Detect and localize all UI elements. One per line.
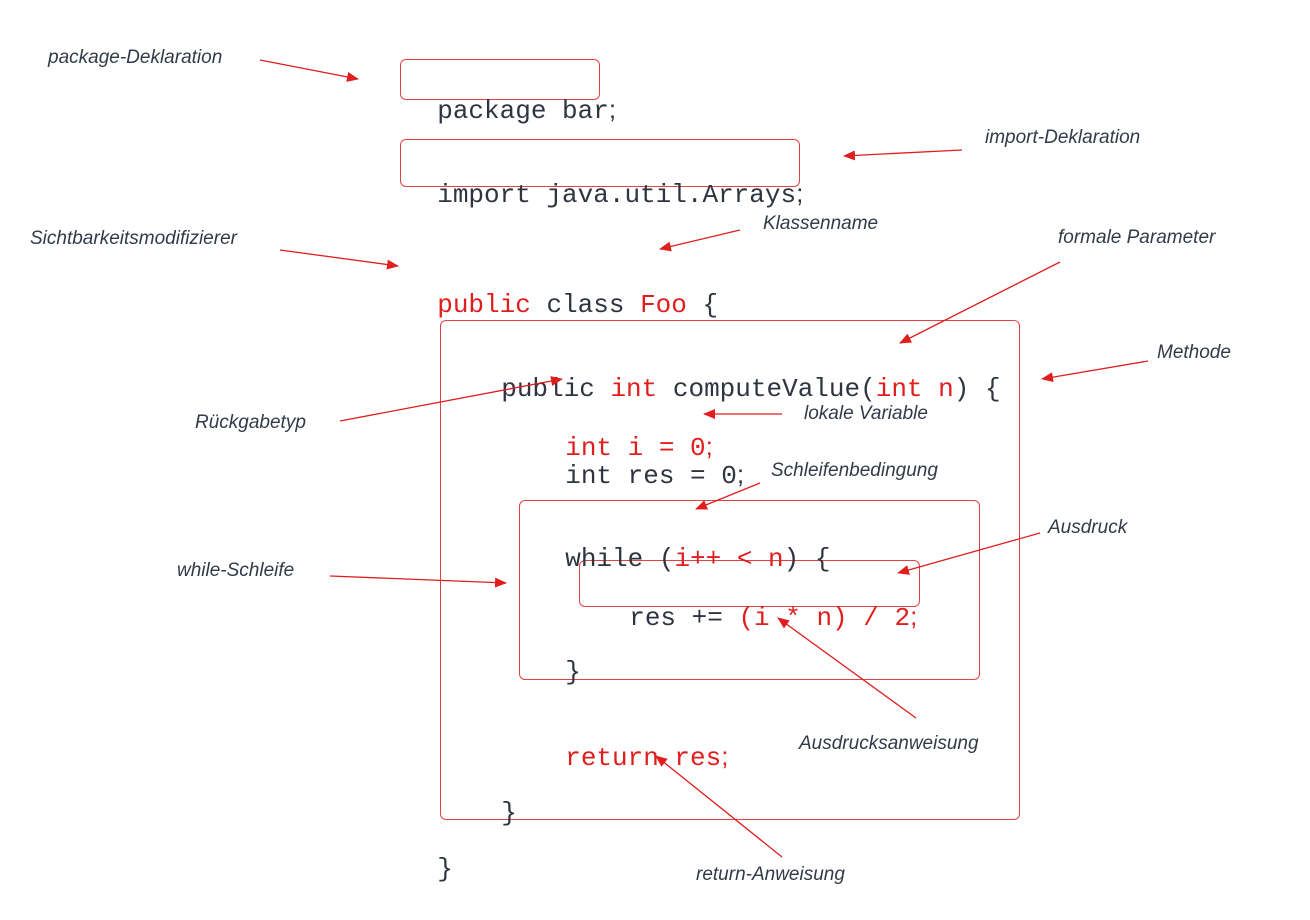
method-end-brace: } [501, 798, 517, 828]
arrow-expression [897, 532, 1041, 575]
arrow-formal-parameters [899, 261, 1061, 344]
package-declaration: package bar; [437, 94, 617, 126]
label-local-variable: lokale Variable [804, 403, 928, 424]
label-import-declaration: import-Deklaration [985, 127, 1141, 148]
arrow-return-statement [655, 755, 783, 858]
label-return-type: Rückgabetyp [195, 412, 306, 433]
label-visibility-modifier: Sichtbarkeitsmodifizierer [30, 228, 237, 249]
arrow-while-loop [329, 575, 507, 588]
label-loop-condition: Schleifenbedingung [771, 460, 938, 481]
class-end-brace: } [437, 854, 453, 884]
while-header: while (i++ < n) { [565, 544, 831, 574]
label-package-declaration: package-Deklaration [48, 47, 223, 68]
arrow-method [1041, 360, 1149, 383]
loop-condition: i++ < n [674, 544, 784, 574]
import-box [400, 139, 800, 187]
method-header: public int computeValue(int n) { [501, 374, 1001, 404]
label-return-statement: return-Anweisung [696, 864, 845, 885]
method-box [440, 320, 1020, 820]
arrow-return-type [339, 376, 563, 422]
package-box [400, 59, 600, 100]
import-declaration: import java.util.Arrays; [437, 178, 804, 210]
label-formal-parameters: formale Parameter [1058, 227, 1216, 248]
label-class-name: Klassenname [763, 213, 879, 234]
arrow-visibility-modifier [279, 249, 399, 270]
label-expression-statement: Ausdrucksanweisung [799, 733, 979, 754]
formal-parameters: int [875, 374, 923, 404]
visibility-modifier: public [437, 290, 531, 320]
local-variable-i: int i = 0; [565, 431, 713, 463]
return-type: int [610, 374, 658, 404]
arrow-class-name [659, 229, 741, 252]
label-expression: Ausdruck [1048, 517, 1128, 538]
local-variable-res: int res = 0; [565, 459, 745, 491]
while-box [519, 500, 980, 680]
label-while-loop: while-Schleife [177, 560, 295, 581]
expression: (i * n) / 2 [738, 603, 911, 633]
class-name: Foo [640, 290, 687, 320]
label-method: Methode [1157, 342, 1231, 363]
arrow-loop-condition [695, 482, 761, 510]
arrow-package-declaration [259, 59, 359, 82]
while-end-brace: } [565, 657, 581, 687]
class-header: public class Foo { [437, 290, 719, 320]
return-statement: return res; [565, 741, 729, 773]
expression-statement-box [579, 560, 920, 607]
expression-statement: res += (i * n) / 2; [629, 601, 918, 633]
arrow-import-declaration [843, 149, 963, 161]
arrow-expression-statement [777, 617, 917, 719]
